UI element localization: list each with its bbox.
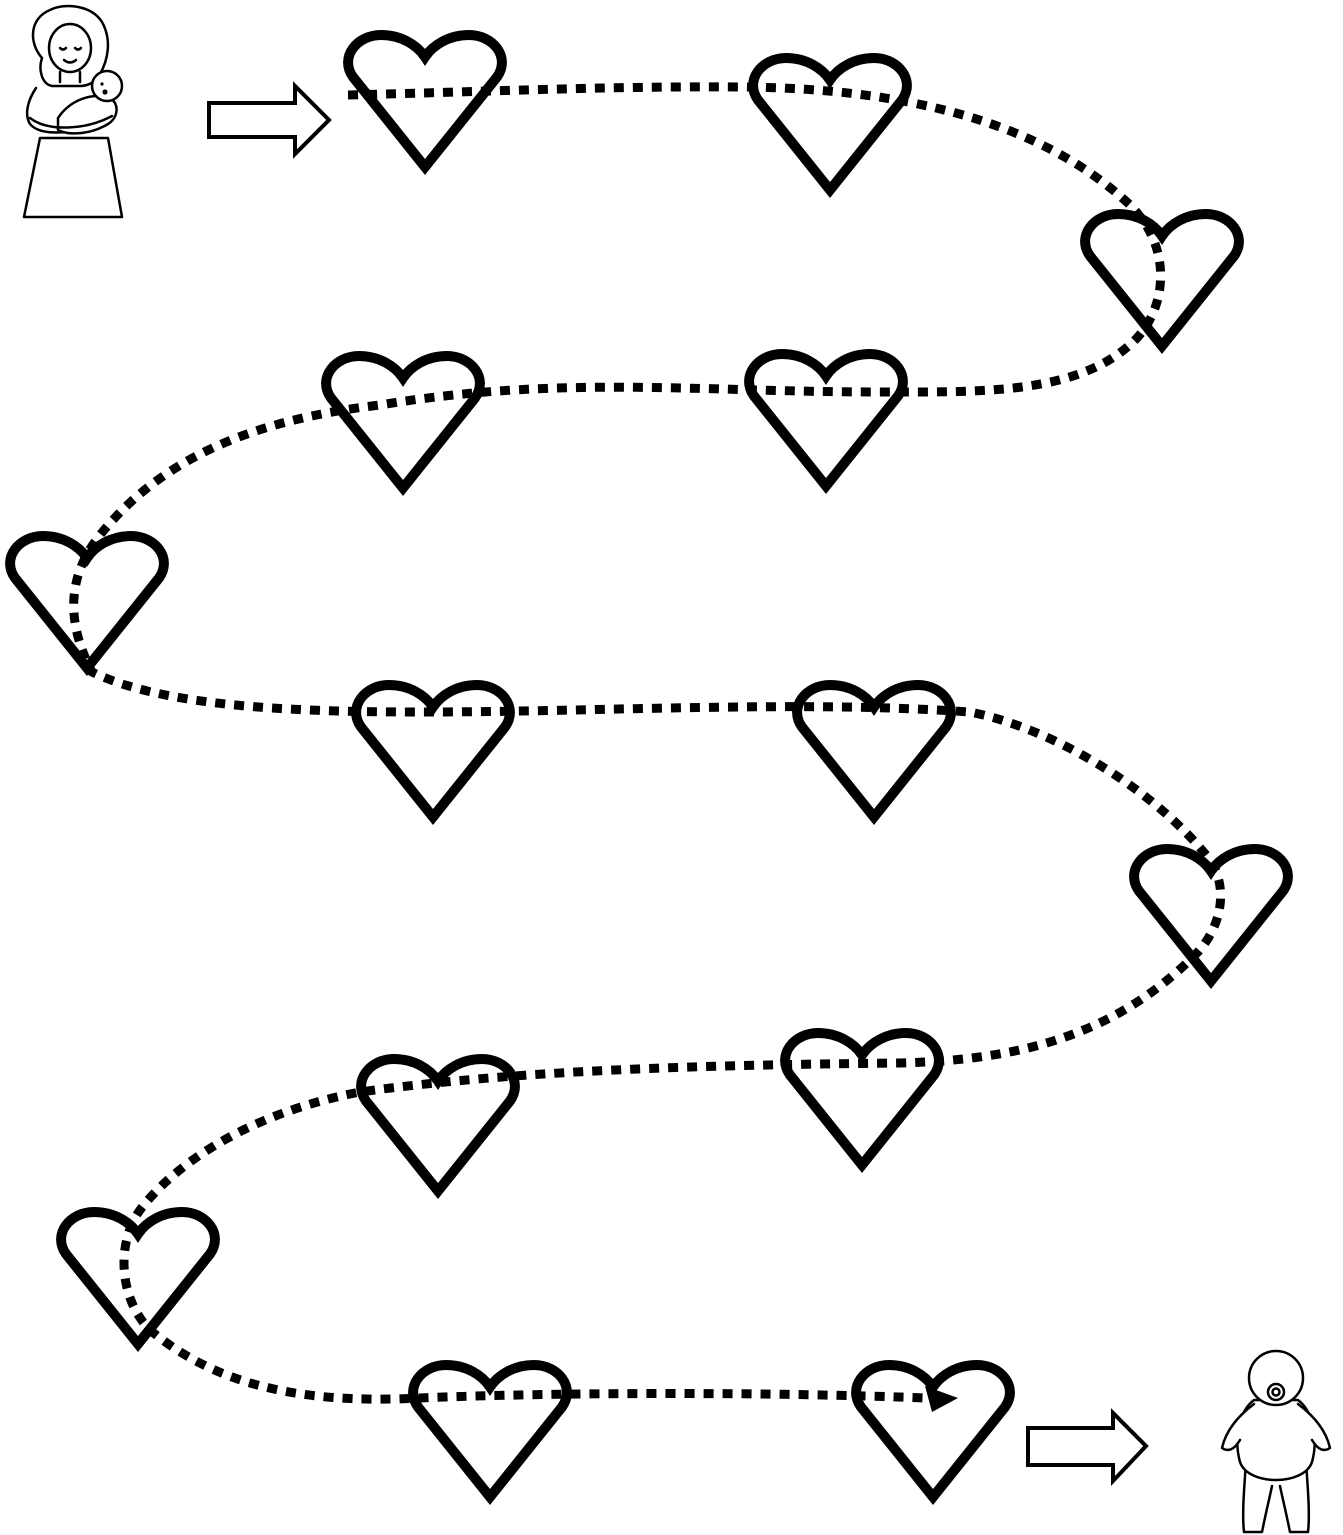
heart-icon (326, 356, 480, 488)
baby-icon (1222, 1351, 1330, 1532)
mother-with-baby-icon (24, 6, 122, 217)
dotted-path[interactable] (74, 87, 1221, 1399)
heart-icon (785, 1033, 939, 1165)
finish-arrow-icon (1028, 1413, 1146, 1481)
heart-icon (361, 1059, 515, 1191)
heart-icon (797, 685, 951, 817)
heart-icon (356, 685, 510, 817)
heart-icon (753, 58, 907, 190)
heart-icon (749, 354, 903, 486)
heart-icon (1085, 214, 1239, 346)
heart-icon (10, 536, 164, 668)
heart-icon (413, 1365, 567, 1497)
heart-icon (348, 35, 502, 167)
heart-icon (856, 1365, 1010, 1497)
heart-icon (61, 1212, 215, 1344)
start-arrow-icon (209, 86, 329, 154)
